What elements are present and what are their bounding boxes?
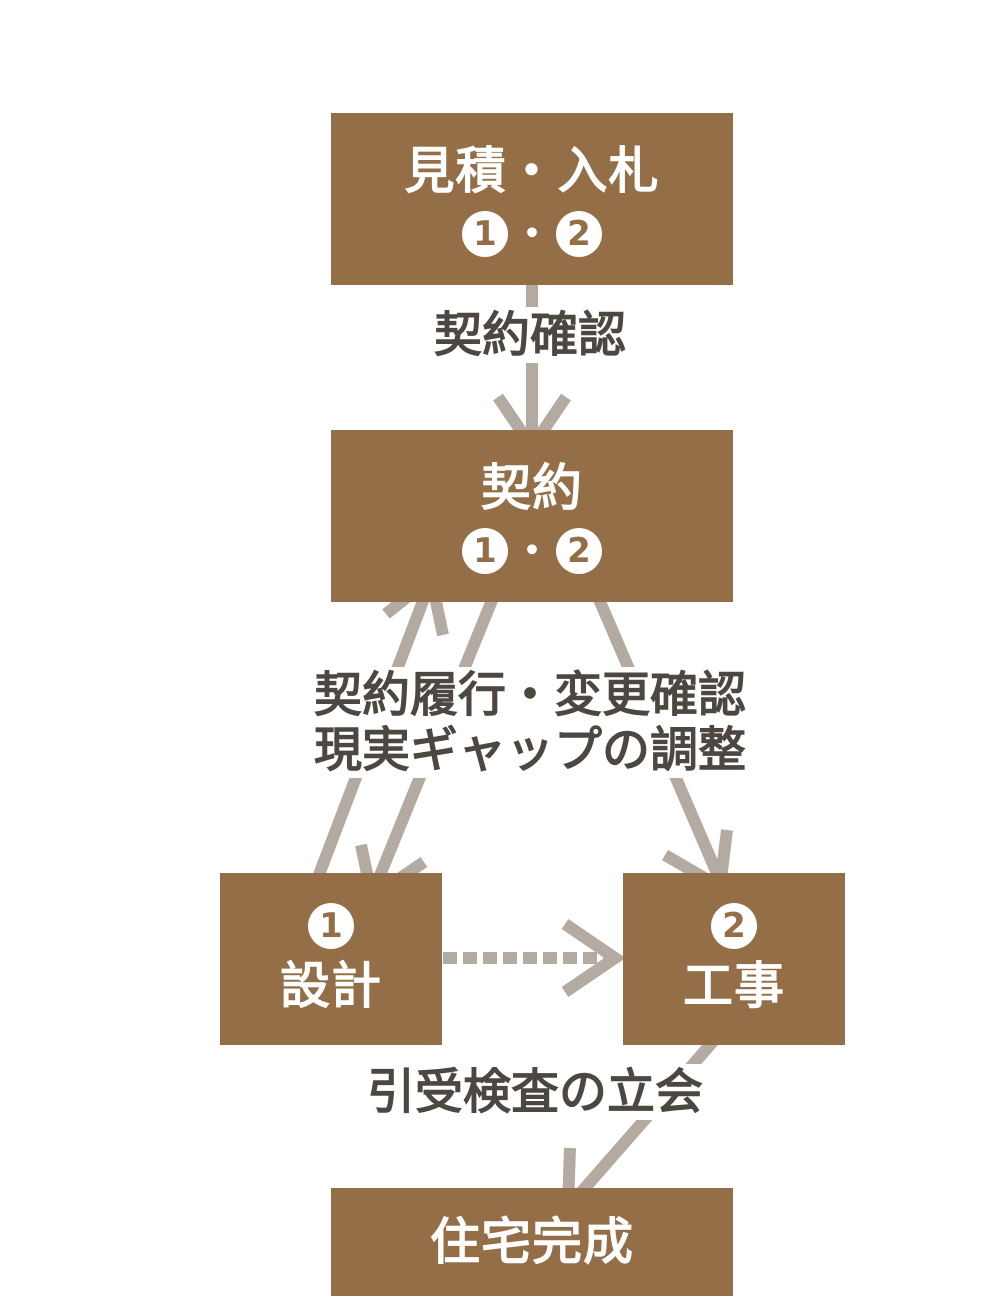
node-complete-title: 住宅完成 — [430, 1212, 634, 1271]
node-design: 1 設計 — [220, 873, 442, 1045]
label-inspection: 引受検査の立会 — [320, 1064, 750, 1120]
label-execution-line2: 現実ギャップの調整 — [309, 722, 750, 779]
node-contract-numbers: 1 ・ 2 — [462, 527, 602, 574]
separator: ・ — [512, 210, 552, 257]
label-execution-line1: 契約履行・変更確認 — [309, 667, 750, 723]
node-contract-title: 契約 — [481, 458, 583, 517]
circled-number-1: 1 — [308, 902, 354, 949]
circled-number-2: 2 — [711, 902, 757, 949]
circled-number-2: 2 — [556, 210, 602, 257]
node-construction: 2 工事 — [623, 873, 845, 1045]
arrowhead-design-to-construction — [561, 919, 626, 997]
label-contract-confirm-text: 契約確認 — [429, 307, 630, 363]
node-design-title: 設計 — [280, 956, 382, 1015]
node-contract: 契約 1 ・ 2 — [331, 430, 733, 602]
node-estimate-numbers: 1 ・ 2 — [462, 210, 602, 257]
circled-number-2: 2 — [556, 527, 602, 574]
node-estimate-title: 見積・入札 — [404, 141, 660, 200]
separator: ・ — [512, 527, 552, 574]
label-contract-confirm: 契約確認 — [380, 307, 680, 363]
node-estimate: 見積・入札 1 ・ 2 — [331, 113, 733, 285]
circled-number-1: 1 — [462, 527, 508, 574]
node-construction-title: 工事 — [683, 956, 785, 1015]
arrow-construction-to-complete — [565, 1033, 722, 1209]
label-execution: 契約履行・変更確認 現実ギャップの調整 — [240, 667, 820, 779]
label-inspection-text: 引受検査の立会 — [362, 1064, 707, 1120]
node-complete: 住宅完成 — [331, 1188, 733, 1296]
circled-number-1: 1 — [462, 210, 508, 257]
